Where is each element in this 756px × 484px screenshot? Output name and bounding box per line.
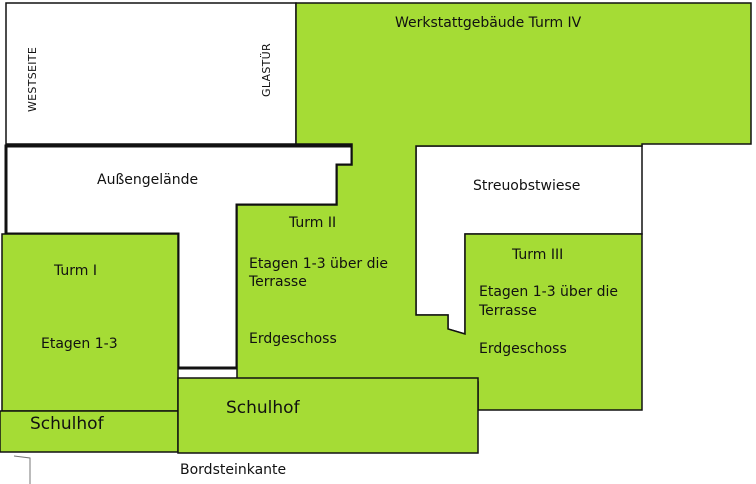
- streuobstwiese-label: Streuobstwiese: [473, 178, 581, 194]
- schulhof-left-label: Schulhof: [30, 414, 104, 434]
- turm2-ground-label: Erdgeschoss: [249, 331, 337, 347]
- schulhof-center-area: [177, 377, 479, 454]
- schulhof-center-label: Schulhof: [226, 398, 300, 418]
- turm3-floors-line2: Terrasse: [479, 303, 537, 319]
- turm-i-building: [1, 233, 179, 412]
- westseite-area: [5, 2, 297, 145]
- aussengelaende-label: Außengelände: [97, 172, 199, 188]
- turm2-floors-line1: Etagen 1-3 über die: [249, 256, 389, 272]
- turm1-name-label: Turm I: [54, 263, 98, 279]
- werkstatt-label: Werkstattgebäude Turm IV: [395, 15, 582, 31]
- glastuer-label: GLASTÜR: [260, 43, 273, 97]
- turm3-floors-line1: Etagen 1-3 über die: [479, 284, 619, 300]
- bordsteinkante-label: Bordsteinkante: [180, 462, 287, 478]
- turm2-name-label: Turm II: [289, 215, 337, 231]
- turm3-name-label: Turm III: [512, 247, 564, 263]
- turm1-floors-label: Etagen 1-3: [41, 336, 118, 352]
- westseite-label: WESTSEITE: [26, 46, 39, 112]
- schulhof-left-area: [0, 410, 179, 453]
- turm2-floors-line2: Terrasse: [249, 274, 307, 290]
- curb-marker-line: [13, 455, 31, 484]
- turm3-ground-label: Erdgeschoss: [479, 341, 567, 357]
- werkstattgebaeude-turm-iv: [236, 2, 752, 411]
